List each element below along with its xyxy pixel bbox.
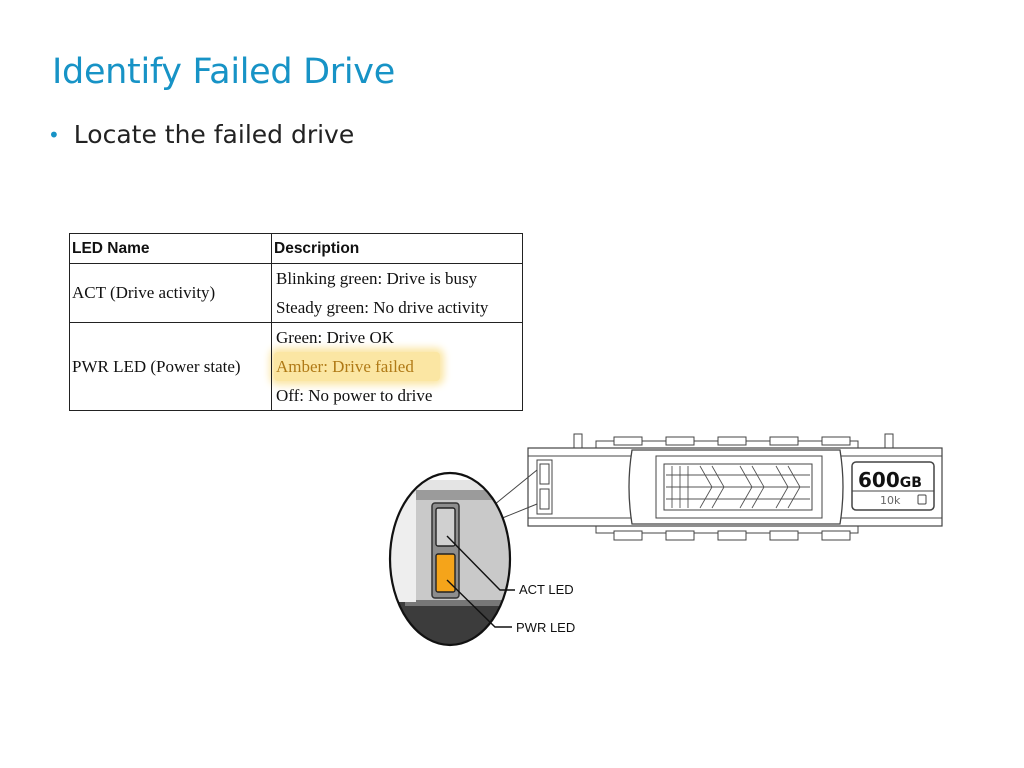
description-line: Off: No power to drive <box>276 386 433 405</box>
led-table: LED Name Description ACT (Drive activity… <box>69 233 523 411</box>
table-row: ACT (Drive activity) Blinking green: Dri… <box>69 263 523 323</box>
description-line: Blinking green: Drive is busy <box>276 269 478 288</box>
header-description: Description <box>271 233 523 264</box>
led-name-pwr: PWR LED (Power state) <box>69 322 272 411</box>
table-header-row: LED Name Description <box>69 233 523 264</box>
description-line: Steady green: No drive activity <box>276 298 489 317</box>
act-led-icon <box>435 507 456 547</box>
capacity-label: 600GB <box>858 468 922 492</box>
table-row: PWR LED (Power state) Green: Drive OK Am… <box>69 322 523 411</box>
pwr-led-icon <box>435 553 456 593</box>
pwr-led-label: PWR LED <box>516 620 575 635</box>
description-line: Green: Drive OK <box>276 328 395 347</box>
bullet-text: Locate the failed drive <box>73 120 355 149</box>
bullet-dot-icon: • <box>48 122 60 147</box>
slide-title: Identify Failed Drive <box>52 52 395 92</box>
led-name-act: ACT (Drive activity) <box>69 263 272 323</box>
drive-illustration: 600GB 10k ACT LED PWR LED <box>388 433 943 647</box>
led-description-pwr: Green: Drive OK Amber: Drive failed Off:… <box>271 322 523 411</box>
speed-label: 10k <box>880 494 901 507</box>
act-led-label: ACT LED <box>519 582 574 597</box>
bullet-item: • Locate the failed drive <box>48 120 354 149</box>
header-led-name: LED Name <box>69 233 272 264</box>
led-description-act: Blinking green: Drive is busy Steady gre… <box>271 263 523 323</box>
description-line-highlighted: Amber: Drive failed <box>274 352 440 381</box>
